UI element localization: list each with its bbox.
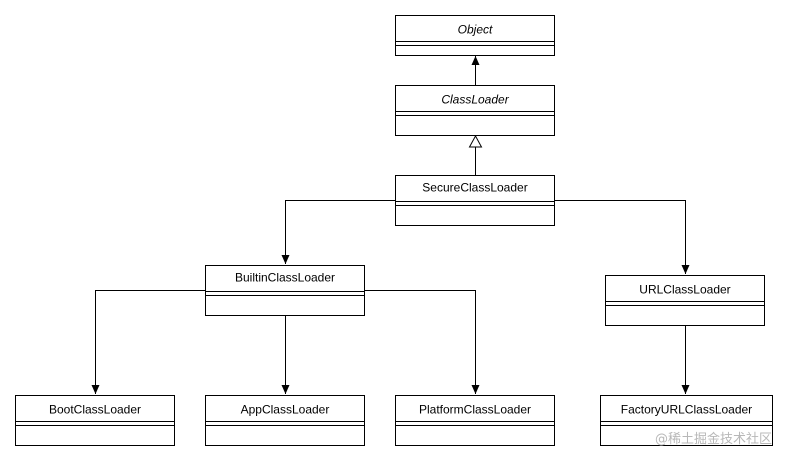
class-box-factoryurlclassloader[interactable]: FactoryURLClassLoader [600, 395, 773, 446]
class-box-appclassloader[interactable]: AppClassLoader [205, 395, 365, 446]
class-box-builtinclassloader[interactable]: BuiltinClassLoader [205, 265, 365, 316]
class-name-builtinclassloader: BuiltinClassLoader [235, 271, 335, 285]
class-box-platformclassloader[interactable]: PlatformClassLoader [395, 395, 555, 446]
edge-builtin-to-platformclassloader [365, 290, 480, 394]
class-name-factoryurlclassloader: FactoryURLClassLoader [621, 403, 752, 417]
class-box-bootclassloader[interactable]: BootClassLoader [15, 395, 175, 446]
connectors [91, 56, 690, 394]
class-box-object[interactable]: Object [395, 15, 555, 56]
class-name-object: Object [458, 23, 493, 37]
class-box-secureclassloader[interactable]: SecureClassLoader [395, 175, 555, 226]
class-box-urlclassloader[interactable]: URLClassLoader [605, 275, 765, 326]
class-name-bootclassloader: BootClassLoader [49, 403, 141, 417]
class-name-urlclassloader: URLClassLoader [639, 283, 730, 297]
class-name-classloader: ClassLoader [441, 93, 509, 107]
class-name-platformclassloader: PlatformClassLoader [419, 403, 531, 417]
edge-secureclassloader-to-urlclassloader [555, 200, 690, 274]
edge-secureclassloader-to-builtinclassloader [281, 200, 395, 264]
edge-builtin-to-bootclassloader [91, 290, 205, 394]
class-box-classloader[interactable]: ClassLoader [395, 85, 555, 136]
class-name-appclassloader: AppClassLoader [241, 403, 330, 417]
watermark-text: @稀土掘金技术社区 [654, 432, 772, 447]
class-name-secureclassloader: SecureClassLoader [422, 181, 527, 195]
